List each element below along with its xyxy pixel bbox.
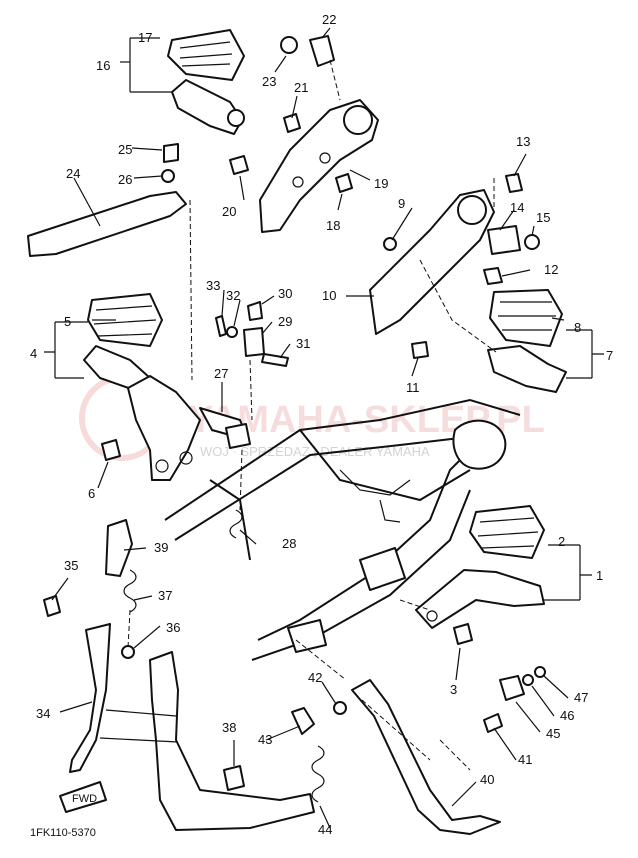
callout-19: 19: [374, 176, 388, 191]
callout-43: 43: [258, 732, 272, 747]
callout-labels: 1 2 3 4 5 6 7 8 9 10 11 12 13 14 15 16 1…: [30, 12, 613, 839]
callout-21: 21: [294, 80, 308, 95]
callout-15: 15: [536, 210, 550, 225]
frame-assembly: [164, 398, 521, 661]
callout-30: 30: [278, 286, 292, 301]
leader-lines: [44, 27, 604, 829]
callout-31: 31: [296, 336, 310, 351]
callout-18: 18: [326, 218, 340, 233]
callout-39: 39: [154, 540, 168, 555]
callout-34: 34: [36, 706, 50, 721]
callout-23: 23: [262, 74, 276, 89]
callout-45: 45: [546, 726, 560, 741]
callout-11: 11: [406, 380, 420, 395]
fwd-arrow: [59, 781, 107, 813]
diagram-code: 1FK110-5370: [30, 827, 96, 839]
callout-14: 14: [510, 200, 524, 215]
callout-28: 28: [282, 536, 296, 551]
callout-12: 12: [544, 262, 558, 277]
callout-41: 41: [518, 752, 532, 767]
callout-42: 42: [308, 670, 322, 685]
callout-2: 2: [558, 534, 565, 549]
front-footrest-right: [415, 505, 545, 645]
callout-38: 38: [222, 720, 236, 735]
callout-20: 20: [222, 204, 236, 219]
rear-footrest-left: [27, 29, 379, 257]
callout-44: 44: [318, 822, 332, 837]
callout-16: 16: [96, 58, 110, 73]
callout-36: 36: [166, 620, 180, 635]
callout-5: 5: [64, 314, 71, 329]
front-footrest-left: [83, 293, 289, 539]
callout-37: 37: [158, 588, 172, 603]
rear-footrest-right: [369, 173, 567, 393]
center-stand: FWD: [43, 519, 315, 831]
callout-46: 46: [560, 708, 574, 723]
callout-40: 40: [480, 772, 494, 787]
callout-35: 35: [64, 558, 78, 573]
callout-8: 8: [574, 320, 581, 335]
callout-33: 33: [206, 278, 220, 293]
callout-47: 47: [574, 690, 588, 705]
fwd-label: FWD: [72, 793, 97, 805]
callout-6: 6: [88, 486, 95, 501]
callout-4: 4: [30, 346, 37, 361]
callout-17: 17: [138, 30, 152, 45]
callout-24: 24: [66, 166, 80, 181]
callout-25: 25: [118, 142, 132, 157]
callout-9: 9: [398, 196, 405, 211]
callout-32: 32: [226, 288, 240, 303]
callout-29: 29: [278, 314, 292, 329]
callout-10: 10: [322, 288, 336, 303]
callout-7: 7: [606, 348, 613, 363]
callout-13: 13: [516, 134, 530, 149]
callout-3: 3: [450, 682, 457, 697]
callout-22: 22: [322, 12, 336, 27]
callout-27: 27: [214, 366, 228, 381]
callout-1: 1: [596, 568, 603, 583]
callout-26: 26: [118, 172, 132, 187]
